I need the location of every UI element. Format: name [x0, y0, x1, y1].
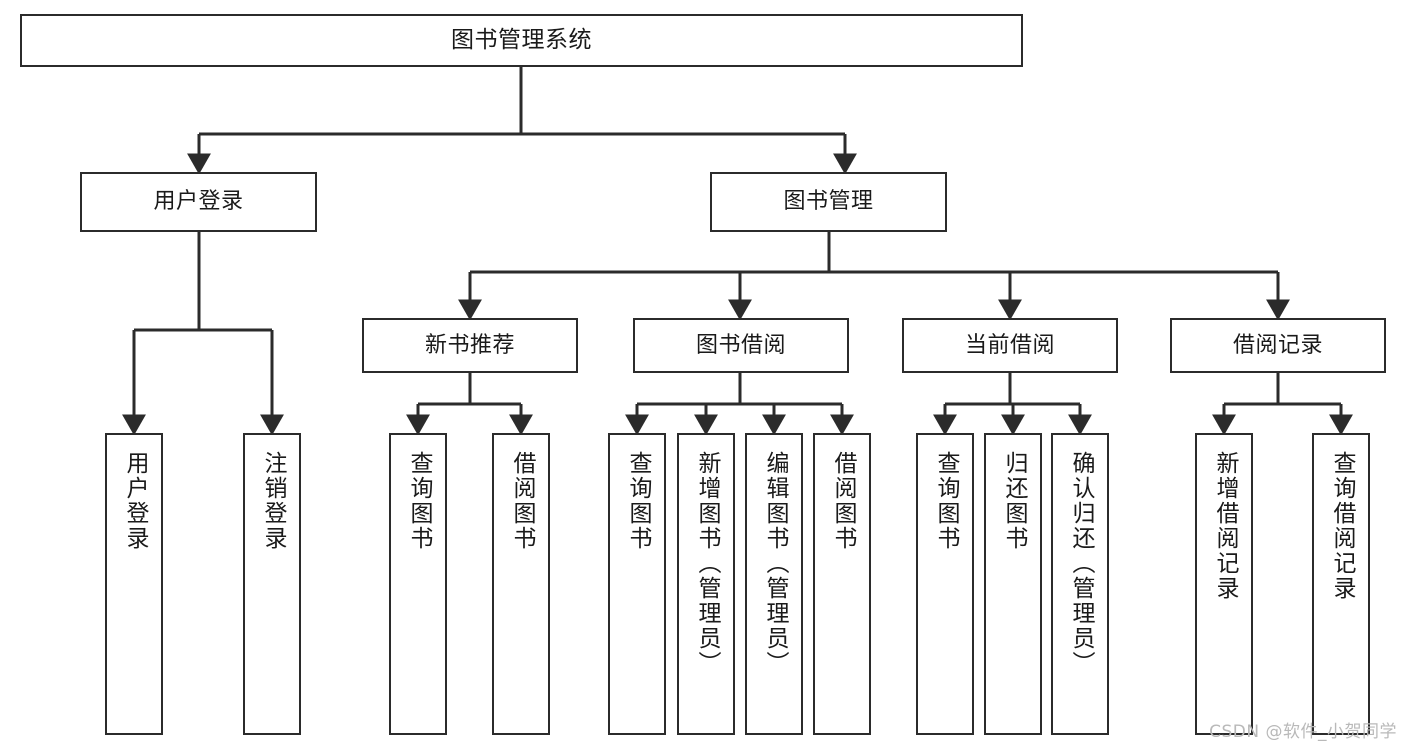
node-label: 查询借阅记录: [1328, 451, 1355, 601]
node-book-management[interactable]: 图书管理: [710, 172, 947, 232]
node-book-borrow[interactable]: 图书借阅: [633, 318, 849, 373]
leaf-borrow-record-add-record[interactable]: 新增借阅记录: [1195, 433, 1253, 735]
node-label: 用户登录: [121, 451, 148, 551]
node-label: 图书管理系统: [451, 26, 592, 53]
node-label: 查询图书: [405, 451, 432, 551]
leaf-book-borrow-edit-book-admin[interactable]: 编辑图书（管理员）: [745, 433, 803, 735]
leaf-current-borrow-confirm-return-admin[interactable]: 确认归还（管理员）: [1051, 433, 1109, 735]
node-label: 新增图书（管理员）: [693, 451, 720, 676]
node-label: 确认归还（管理员）: [1067, 451, 1094, 676]
node-label: 图书借阅: [695, 332, 786, 358]
node-new-book-recommend[interactable]: 新书推荐: [362, 318, 578, 373]
node-borrow-record[interactable]: 借阅记录: [1170, 318, 1386, 373]
leaf-book-borrow-query-book[interactable]: 查询图书: [608, 433, 666, 735]
leaf-book-borrow-add-book-admin[interactable]: 新增图书（管理员）: [677, 433, 735, 735]
node-user-login[interactable]: 用户登录: [80, 172, 317, 232]
node-label: 注销登录: [259, 451, 286, 551]
node-label: 当前借阅: [964, 332, 1055, 358]
node-label: 新增借阅记录: [1211, 451, 1238, 601]
node-label: 查询图书: [624, 451, 651, 551]
leaf-book-borrow-borrow-book[interactable]: 借阅图书: [813, 433, 871, 735]
csdn-watermark: CSDN @软件_小贺同学: [1209, 722, 1397, 742]
leaf-new-book-borrow-book[interactable]: 借阅图书: [492, 433, 550, 735]
node-label: 借阅图书: [508, 451, 535, 551]
node-label: 编辑图书（管理员）: [761, 451, 788, 676]
node-label: 借阅记录: [1232, 332, 1323, 358]
leaf-current-borrow-return-book[interactable]: 归还图书: [984, 433, 1042, 735]
node-label: 归还图书: [1000, 451, 1027, 551]
leaf-borrow-record-query-record[interactable]: 查询借阅记录: [1312, 433, 1370, 735]
leaf-user-login-login[interactable]: 用户登录: [105, 433, 163, 735]
node-label: 用户登录: [153, 189, 244, 215]
node-label: 新书推荐: [424, 332, 515, 358]
node-label: 查询图书: [932, 451, 959, 551]
leaf-new-book-query-book[interactable]: 查询图书: [389, 433, 447, 735]
node-label: 图书管理: [783, 189, 874, 215]
leaf-user-login-logout[interactable]: 注销登录: [243, 433, 301, 735]
node-current-borrow[interactable]: 当前借阅: [902, 318, 1118, 373]
leaf-current-borrow-query-book[interactable]: 查询图书: [916, 433, 974, 735]
node-root-book-management-system[interactable]: 图书管理系统: [20, 14, 1023, 67]
node-label: 借阅图书: [829, 451, 856, 551]
